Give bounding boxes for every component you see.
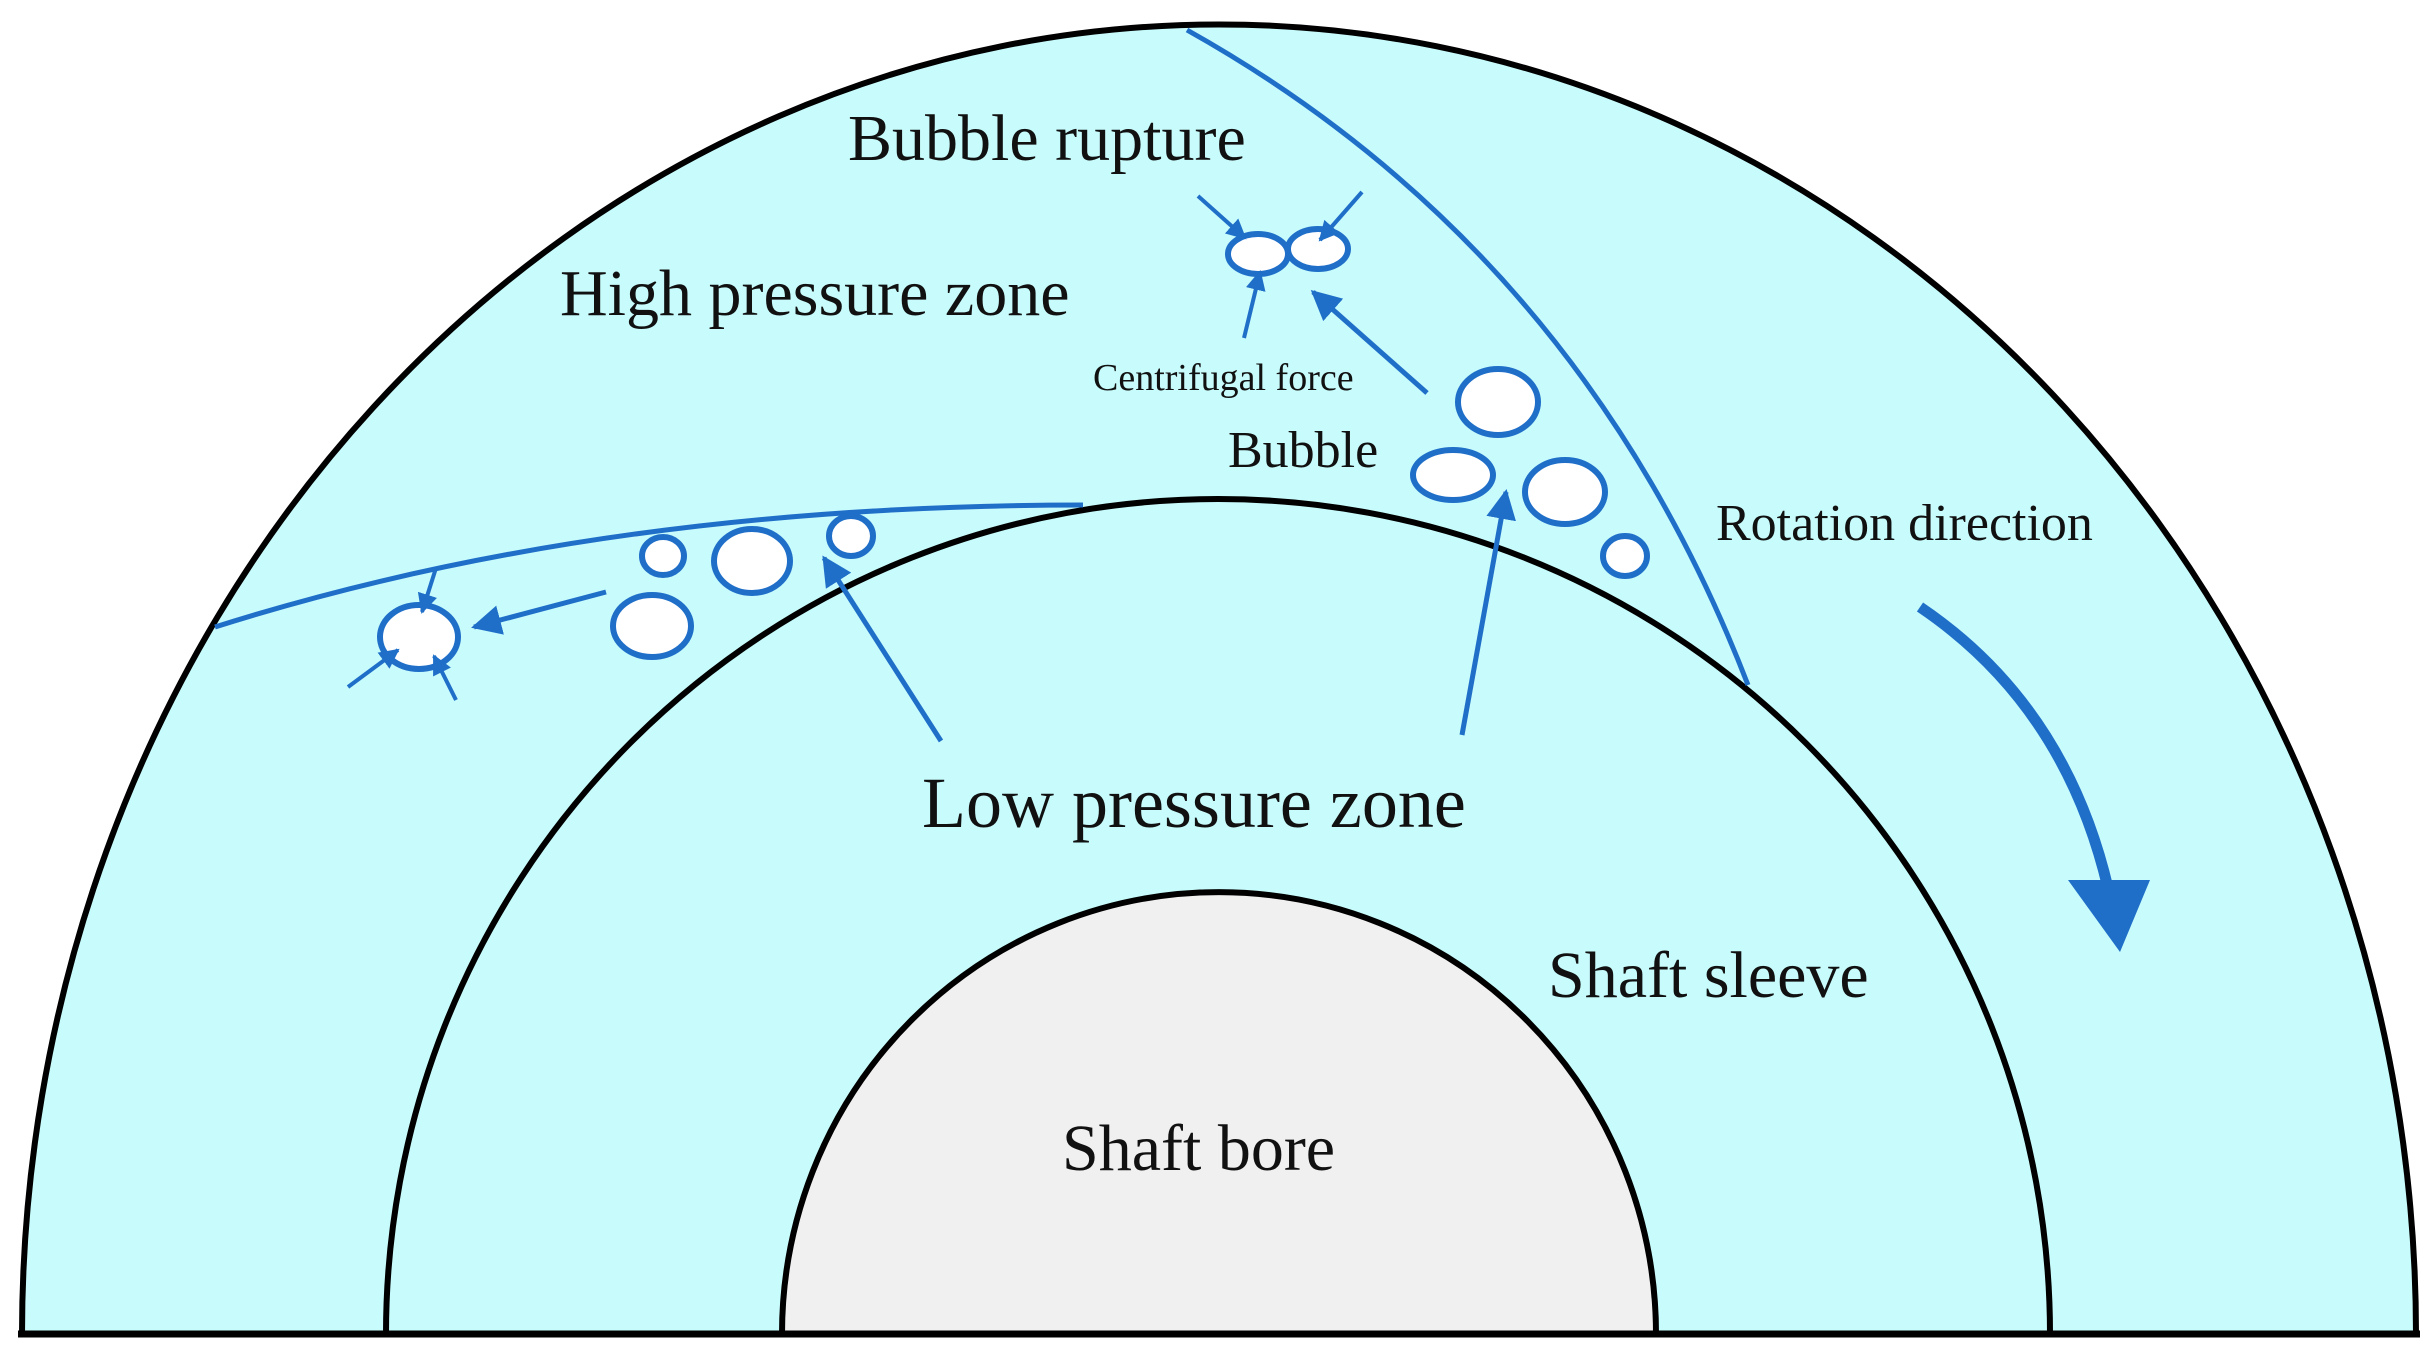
bubble-collapsing [377, 602, 461, 672]
label-bubble: Bubble [1228, 422, 1378, 479]
arrow-low-pressure-right [1459, 489, 1516, 736]
arrow-rupture-top-right [1318, 190, 1364, 242]
arrow-low-pressure-left [821, 555, 944, 743]
label-bubble-rupture: Bubble rupture [848, 102, 1246, 175]
label-rotation-direction: Rotation direction [1716, 495, 2093, 552]
pressure-boundary-left [214, 502, 1084, 630]
arrows [346, 190, 1516, 743]
rotation-direction-arrow [1916, 602, 2114, 890]
bubble-rupturing [1225, 231, 1291, 277]
bubble [639, 534, 687, 578]
bubble [1522, 457, 1608, 527]
arrow-collapse-top [417, 567, 438, 614]
bubble-cluster-right [1410, 366, 1650, 579]
bubble-rupturing [1285, 226, 1351, 272]
arrow-bubble-travel-right [1310, 290, 1429, 395]
label-low-pressure-zone: Low pressure zone [922, 763, 1466, 843]
arrow-collapse-bottom-left [346, 648, 400, 689]
arrow-collapse-bottom-right [432, 654, 458, 701]
arrow-bubble-travel-left [471, 589, 607, 635]
label-high-pressure-zone: High pressure zone [560, 257, 1070, 330]
arrow-rupture-top-left [1196, 194, 1247, 240]
label-centrifugal-force: Centrifugal force [1093, 357, 1354, 399]
bubble-cluster-left [377, 513, 876, 672]
bubble [826, 513, 876, 559]
rotation-direction-arrowhead [2068, 880, 2150, 952]
pressure-boundary-right [1185, 27, 1751, 686]
bubble [1410, 447, 1496, 503]
bubble [610, 592, 694, 660]
shaft-bore [778, 889, 1660, 1337]
bubble [1455, 366, 1541, 438]
bubble [711, 526, 793, 596]
arrow-centrifugal-force [1242, 270, 1266, 339]
label-shaft-sleeve: Shaft sleeve [1548, 939, 1869, 1012]
bubble [1600, 533, 1650, 579]
label-shaft-bore: Shaft bore [1062, 1112, 1335, 1185]
